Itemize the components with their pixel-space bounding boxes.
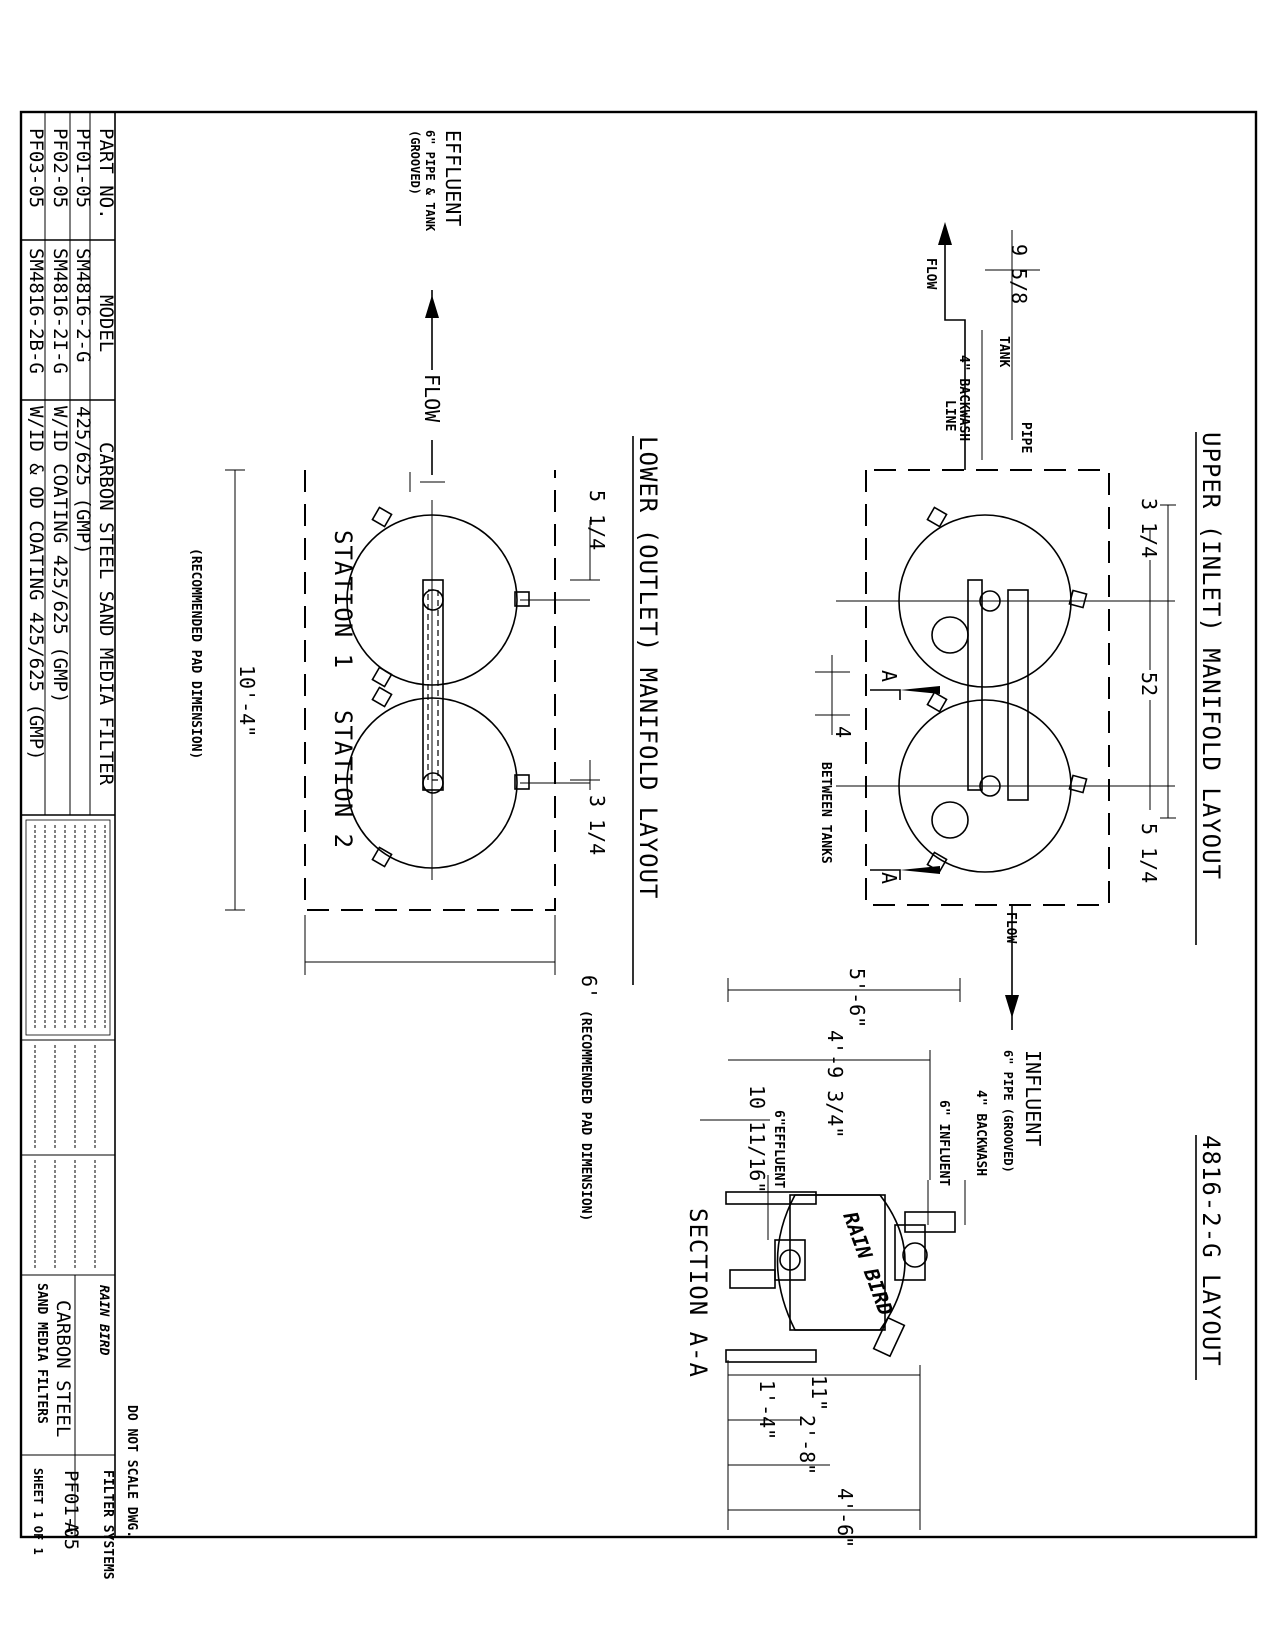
section-h-overall: 5'-6" — [845, 968, 869, 1028]
effluent-3: (GROOVED) — [408, 130, 422, 195]
upper-cl-pipe: PIPE — [1018, 422, 1033, 453]
station-1-label: STATION 1 — [329, 530, 357, 669]
upper-dim-center: 52 — [1137, 672, 1161, 696]
title-block-notes — [25, 819, 111, 1036]
upper-manifold-layout: UPPER (INLET) MANIFOLD LAYOUT 3 1/4 52 5… — [815, 222, 1225, 1173]
title-block: RAIN BIRD CARBON STEEL SAND MEDIA FILTER… — [20, 815, 139, 1580]
upper-between-value: 4 — [831, 726, 855, 738]
section-d-mid: 2'-8" — [795, 1415, 819, 1475]
parts-row-2-desc: W/ID COATING 425/625 (GMP) — [49, 406, 71, 703]
lower-dim-pad-width: 10'-4" — [235, 665, 259, 737]
tb-company: FILTER SYSTEMS — [100, 1470, 115, 1580]
lower-manifold-layout: LOWER (OUTLET) MANIFOLD LAYOUT EFFLUENT … — [188, 130, 662, 1221]
section-label-effluent: 6"EFFLUENT — [771, 1110, 786, 1188]
upper-flow-in: FLOW — [1003, 912, 1018, 943]
tb-brand: RAIN BIRD — [96, 1285, 111, 1356]
section-h-effluent: 10 11/16" — [745, 1085, 769, 1193]
upper-section-mark-a1: A — [877, 670, 901, 682]
parts-row-3-desc: W/ID & OD COATING 425/625 (GMP) — [25, 406, 47, 761]
section-d-overall: 4'-6" — [833, 1488, 857, 1548]
lower-pad-note-depth: (RECOMMENDED PAD DIMENSION) — [578, 1010, 593, 1221]
parts-row-1-part: PF01-05 — [72, 128, 94, 208]
upper-between-text: BETWEEN TANKS — [818, 762, 833, 864]
upper-influent-2: 6" PIPE (GROOVED) — [1001, 1050, 1015, 1173]
tb-title-1: CARBON STEEL — [52, 1300, 74, 1437]
effluent-2: 6" PIPE & TANK — [423, 130, 437, 232]
section-label-backwash: 4" BACKWASH — [973, 1090, 988, 1176]
upper-dim-left: 3 1/4 — [1137, 498, 1161, 558]
lower-dim-pad-depth: 6' — [577, 975, 601, 999]
upper-title: UPPER (INLET) MANIFOLD LAYOUT — [1197, 432, 1225, 880]
lower-flow: FLOW — [420, 374, 444, 423]
parts-row-1-model: SM4816-2-G — [72, 248, 94, 362]
lower-title: LOWER (OUTLET) MANIFOLD LAYOUT — [634, 436, 662, 899]
parts-row-3-model: SM4816-2B-G — [25, 248, 47, 374]
section-d-leg: 1'-4" — [755, 1380, 779, 1440]
lower-dim-right: 3 1/4 — [585, 795, 609, 855]
upper-dim-tank-pipe: 9 5/8 — [1007, 244, 1031, 304]
section-a-a: SECTION A-A 5'-6" 4'-9 3/4" 10 11/16" 4"… — [684, 968, 988, 1548]
tb-drawing-no: PF01-05 — [60, 1470, 82, 1550]
upper-section-mark-a2: A — [877, 872, 901, 884]
parts-row-3-part: PF03-05 — [25, 128, 47, 208]
lower-pad-note-width: (RECOMMENDED PAD DIMENSION) — [188, 548, 203, 759]
parts-table: PART NO. MODEL CARBON STEEL SAND MEDIA F… — [20, 112, 117, 1537]
upper-flow-out: FLOW — [923, 258, 938, 289]
section-label-influent: 6" INFLUENT — [936, 1100, 951, 1186]
section-d-small: 11" — [807, 1375, 831, 1411]
tb-sheet: SHEET 1 OF 1 — [31, 1468, 45, 1555]
parts-row-1-desc: 425/625 (GMP) — [72, 406, 94, 555]
tb-rev: A — [60, 1522, 82, 1534]
main-title: 4816-2-G LAYOUT — [1197, 1135, 1225, 1367]
parts-row-2-model: SM4816-2I-G — [49, 248, 71, 374]
upper-cl-tank: TANK — [996, 336, 1011, 367]
parts-header-part: PART NO. — [95, 128, 117, 220]
station-2-label: STATION 2 — [329, 710, 357, 849]
upper-influent-1: INFLUENT — [1021, 1050, 1045, 1146]
section-title: SECTION A-A — [684, 1208, 712, 1378]
lower-dim-left: 5 1/4 — [585, 490, 609, 550]
parts-description-header: CARBON STEEL SAND MEDIA FILTER — [95, 442, 117, 786]
tb-title-2: SAND MEDIA FILTERS — [34, 1283, 49, 1424]
tb-do-not-scale: DO NOT SCALE DWG. — [124, 1405, 139, 1538]
parts-row-2-part: PF02-05 — [49, 128, 71, 208]
upper-dim-right: 5 1/4 — [1137, 823, 1161, 883]
section-brand: RAIN BIRD — [838, 1209, 898, 1319]
title-block-tolerances — [34, 1045, 96, 1270]
parts-header-model: MODEL — [95, 295, 117, 352]
upper-backwash-line-1: 4" BACKWASH — [956, 355, 971, 441]
effluent-1: EFFLUENT — [441, 130, 465, 226]
section-h-backwash: 4'-9 3/4" — [823, 1030, 847, 1138]
upper-backwash-line-2: LINE — [942, 400, 957, 431]
